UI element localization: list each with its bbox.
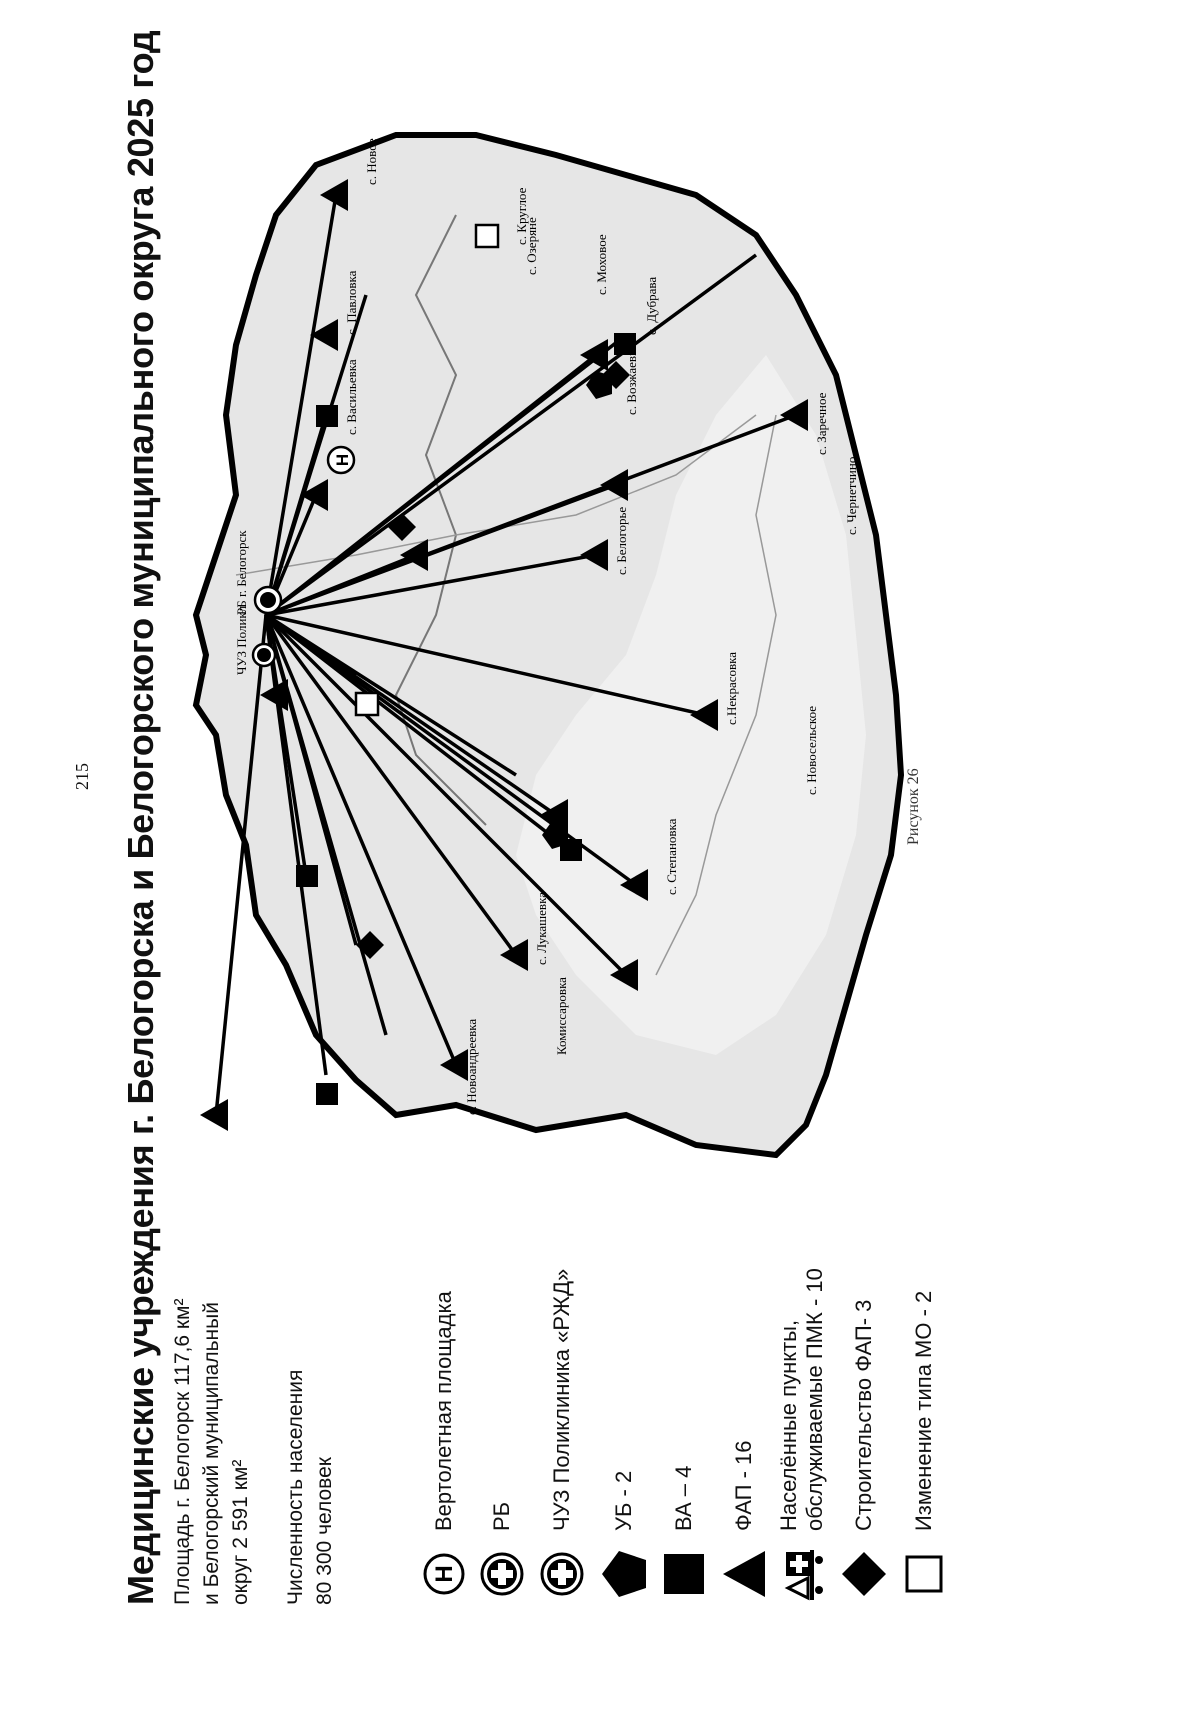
district-map: H — [192, 132, 905, 1159]
legend-item-va: ВА – 4 — [660, 1466, 708, 1605]
legend-item-rb: РБ — [478, 1502, 526, 1605]
legend-label: Строительство ФАП- 3 — [851, 1299, 876, 1531]
construction-markers — [356, 361, 630, 959]
hollow-square-icon — [900, 1543, 948, 1605]
rotated-figure: Медицинские учреждения г. Белогорска и Б… — [120, 31, 943, 1605]
map-label-zarechnoe: с. Заречное — [814, 392, 829, 455]
terrain-shading — [516, 355, 866, 1055]
legend-label: Населённые пункты, — [776, 1319, 801, 1531]
legend-item-fap: ФАП - 16 — [720, 1440, 768, 1605]
map-label-novoandreevka: с. Новоандреевка — [464, 1019, 479, 1115]
road — [655, 414, 777, 976]
map-label-dubrava: с. Дубрава — [644, 277, 659, 335]
hub-rb — [253, 585, 283, 615]
map-label-vasilievka: с. Васильевка — [344, 359, 359, 435]
hub-polyclinic — [251, 642, 277, 668]
map-label-novoe: с. Новое — [364, 138, 379, 185]
map-label-belogorye: с. Белогорье — [614, 507, 629, 575]
diamond-icon — [840, 1543, 888, 1605]
helipad-marker: H — [326, 445, 356, 475]
map-label-stepanovka: с. Степановка — [664, 818, 679, 895]
map-label-rb: РБ г. Белогорск — [234, 530, 249, 615]
area-line-2: и Белогорский муниципальный — [200, 1302, 223, 1605]
legend-item-construction: Строительство ФАП- 3 — [840, 1300, 888, 1605]
map-label-mokhovoe: с. Моховое — [594, 234, 609, 295]
svg-text:H: H — [333, 454, 352, 466]
info-block: Площадь г. Белогорск 117,6 км² и Белогор… — [168, 1175, 339, 1605]
area-line-1: Площадь г. Белогорск 117,6 км² — [171, 1298, 194, 1605]
triangle-icon — [720, 1543, 768, 1605]
legend-label: РБ — [489, 1501, 514, 1531]
map-label-pavlovka: с. Павловка — [344, 270, 359, 335]
legend-item-type-change: Изменение типа МО - 2 — [900, 1291, 948, 1605]
legend-label: ВА – 4 — [671, 1465, 696, 1531]
map-label-komissarovka: Комиссаровка — [554, 977, 569, 1055]
legend-item-polyclinic: ЧУЗ Поликлиника «РЖД» — [538, 1269, 586, 1605]
hospital-cross-icon — [538, 1543, 586, 1605]
hospital-cross-icon — [478, 1543, 526, 1605]
map-label-novoselskoe: с. Новосельское — [804, 706, 819, 795]
legend-item-pmk: Населённые пункты,обслуживаемые ПМК - 10 — [776, 1268, 828, 1605]
legend-label-line2: обслуживаемые ПМК - 10 — [802, 1268, 827, 1531]
page-number: 215 — [72, 763, 92, 790]
map-label-chernetchino: с. Чернетчино — [844, 457, 859, 535]
legend-label: УБ - 2 — [611, 1470, 636, 1531]
legend-label: Изменение типа МО - 2 — [911, 1290, 936, 1531]
legend-label: ЧУЗ Поликлиника «РЖД» — [549, 1268, 574, 1531]
map-label-ozeryane: с. Озеряне — [524, 217, 539, 275]
svg-text:H: H — [431, 1565, 458, 1582]
map-label-vozzhaevka: с. Возжаевка — [624, 344, 639, 415]
population-line-2: 80 300 человек — [313, 1457, 336, 1605]
square-icon — [660, 1543, 708, 1605]
area-line-3: округ 2 591 км² — [229, 1459, 252, 1605]
type-change-markers — [354, 223, 500, 717]
mobile-clinic-icon — [778, 1543, 826, 1605]
map-label-krugloe: с. Круглое — [514, 187, 529, 245]
pentagon-icon — [600, 1543, 648, 1605]
legend-label: ФАП - 16 — [731, 1440, 756, 1531]
map-label-lukashevka: с. Лукашевка — [534, 892, 549, 965]
legend-item-ub: УБ - 2 — [600, 1471, 648, 1605]
helipad-icon: H — [420, 1543, 468, 1605]
map-label-nekrasovka: с.Некрасовка — [724, 652, 739, 725]
legend-item-helipad: H Вертолетная площадка — [420, 1291, 468, 1605]
map-label-poly: ЧУЗ Поликл — [234, 605, 249, 675]
legend-label: Вертолетная площадка — [431, 1291, 456, 1531]
fap-markers — [200, 179, 808, 1131]
population-line-1: Численность населения — [284, 1369, 307, 1605]
